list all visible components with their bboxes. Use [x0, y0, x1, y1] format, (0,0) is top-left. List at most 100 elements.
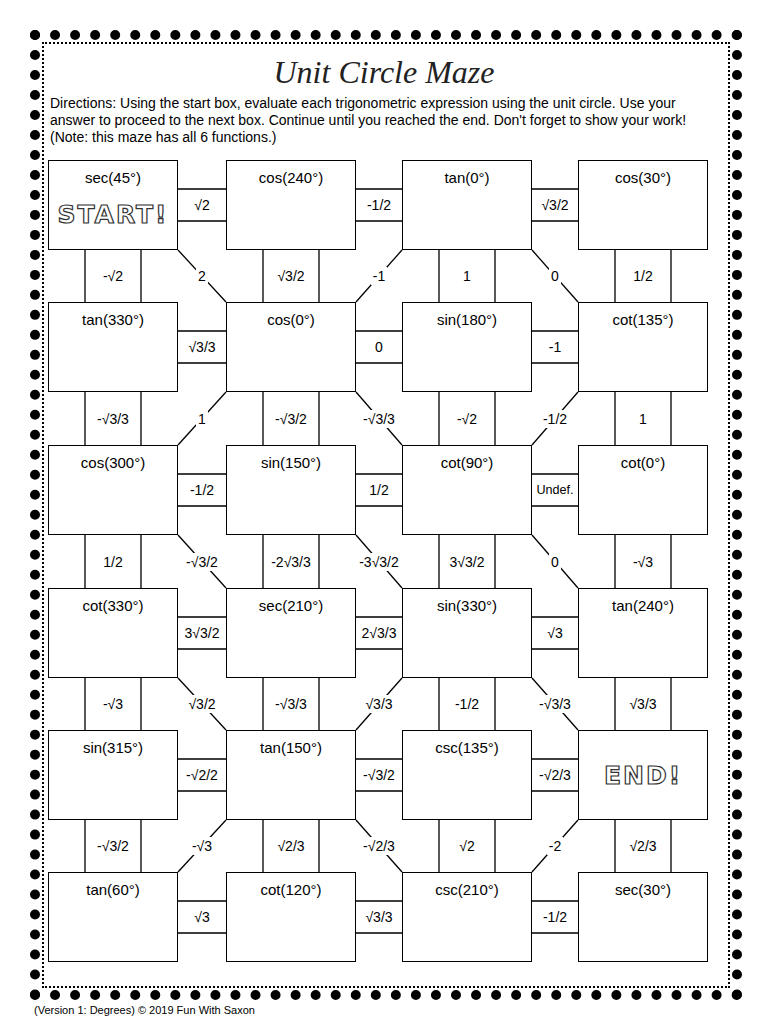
trig-expression: cot(135°) — [612, 311, 673, 328]
maze-path — [356, 474, 402, 506]
maze-path — [356, 901, 402, 933]
answer-label: 1 — [461, 267, 473, 285]
trig-expression: cot(330°) — [82, 597, 143, 614]
maze-path — [356, 392, 402, 445]
maze-path — [178, 331, 226, 363]
maze-box: cos(30°) — [578, 160, 708, 250]
maze-box: tan(60°) — [48, 872, 178, 962]
answer-label: -√2 — [455, 410, 479, 428]
maze-path — [356, 759, 402, 791]
answer-label: -3√3/2 — [357, 553, 401, 571]
answer-label: -√3 — [101, 695, 125, 713]
answer-label: √2 — [457, 837, 476, 855]
trig-expression: tan(60°) — [86, 881, 140, 898]
maze-box: cos(300°) — [48, 445, 178, 535]
maze-path — [439, 678, 495, 730]
answer-label: -√3 — [190, 837, 214, 855]
answer-label: √3/2 — [275, 267, 306, 285]
trig-expression: tan(150°) — [260, 739, 322, 756]
maze-box: cot(90°) — [402, 445, 532, 535]
maze-path — [615, 250, 671, 302]
maze-path — [356, 617, 402, 649]
maze-path — [615, 678, 671, 730]
answer-label: -√3/3 — [273, 695, 309, 713]
maze-path — [439, 820, 495, 872]
answer-label: -√3/3 — [361, 410, 397, 428]
maze-path — [85, 820, 141, 872]
trig-expression: cot(120°) — [260, 881, 321, 898]
maze-box: tan(150°) — [226, 730, 356, 820]
answer-label: -√3/2 — [361, 766, 397, 784]
trig-expression: cot(90°) — [441, 454, 494, 471]
maze-path — [85, 392, 141, 445]
maze-path — [263, 250, 319, 302]
answer-label: -√3 — [631, 553, 655, 571]
maze-box: sin(330°) — [402, 588, 532, 678]
maze-path — [356, 331, 402, 363]
answer-label: -√3/3 — [537, 695, 573, 713]
answer-label: -2√3/3 — [269, 553, 313, 571]
trig-expression: sin(180°) — [437, 311, 497, 328]
answer-label: -√2/2 — [184, 766, 220, 784]
answer-label: -1/2 — [541, 908, 569, 926]
answer-label: 0 — [373, 338, 385, 356]
trig-expression: cos(300°) — [81, 454, 145, 471]
answer-label: -1/2 — [541, 410, 569, 428]
maze-path — [532, 331, 578, 363]
maze-path — [532, 617, 578, 649]
maze-path — [532, 820, 578, 872]
stamp-word: END! — [604, 761, 682, 790]
maze-path — [263, 535, 319, 588]
maze-path — [178, 474, 226, 506]
trig-expression: cos(0°) — [267, 311, 315, 328]
maze-path — [356, 535, 402, 588]
stamp-word: START! — [57, 200, 168, 229]
trig-expression: cos(30°) — [615, 169, 671, 186]
answer-label: -1 — [547, 338, 563, 356]
trig-expression: tan(240°) — [612, 597, 674, 614]
trig-expression: cos(240°) — [259, 169, 323, 186]
maze-path — [532, 759, 578, 791]
trig-expression: sin(315°) — [83, 739, 143, 756]
answer-label: √3/3 — [363, 695, 394, 713]
maze-path — [178, 250, 226, 302]
answer-label: 1 — [196, 410, 208, 428]
maze-box: cos(240°) — [226, 160, 356, 250]
maze-path — [532, 474, 578, 506]
answer-label: √2 — [192, 196, 211, 214]
answer-label: √3/3 — [627, 695, 658, 713]
maze-path — [85, 678, 141, 730]
maze-path — [178, 759, 226, 791]
answer-label: 0 — [549, 267, 561, 285]
answer-label: 2 — [196, 267, 208, 285]
answer-label: -1 — [371, 267, 387, 285]
maze-box: sec(210°) — [226, 588, 356, 678]
answer-label: √3/2 — [186, 695, 217, 713]
maze-path — [532, 678, 578, 730]
maze-box: csc(210°) — [402, 872, 532, 962]
answer-label: 1 — [637, 410, 649, 428]
maze-path — [615, 392, 671, 445]
maze-path — [178, 535, 226, 588]
maze-path — [439, 535, 495, 588]
maze-path — [178, 189, 226, 221]
answer-label: 3√3/2 — [183, 624, 222, 642]
answer-label: √3 — [192, 908, 211, 926]
trig-expression: csc(210°) — [435, 881, 499, 898]
trig-expression: tan(0°) — [444, 169, 489, 186]
maze-path — [178, 392, 226, 445]
answer-label: -√3/2 — [184, 553, 220, 571]
answer-label: 1/2 — [631, 267, 654, 285]
answer-label: 1/2 — [367, 481, 390, 499]
maze-path — [532, 250, 578, 302]
maze-path — [615, 535, 671, 588]
maze-box: tan(330°) — [48, 302, 178, 392]
answer-label: -√2/3 — [361, 837, 397, 855]
maze-path — [85, 535, 141, 588]
maze-box: sec(30°) — [578, 872, 708, 962]
answer-label: 1/2 — [101, 553, 124, 571]
maze-path — [439, 250, 495, 302]
maze-box: sin(150°) — [226, 445, 356, 535]
answer-label: -1/2 — [188, 481, 216, 499]
